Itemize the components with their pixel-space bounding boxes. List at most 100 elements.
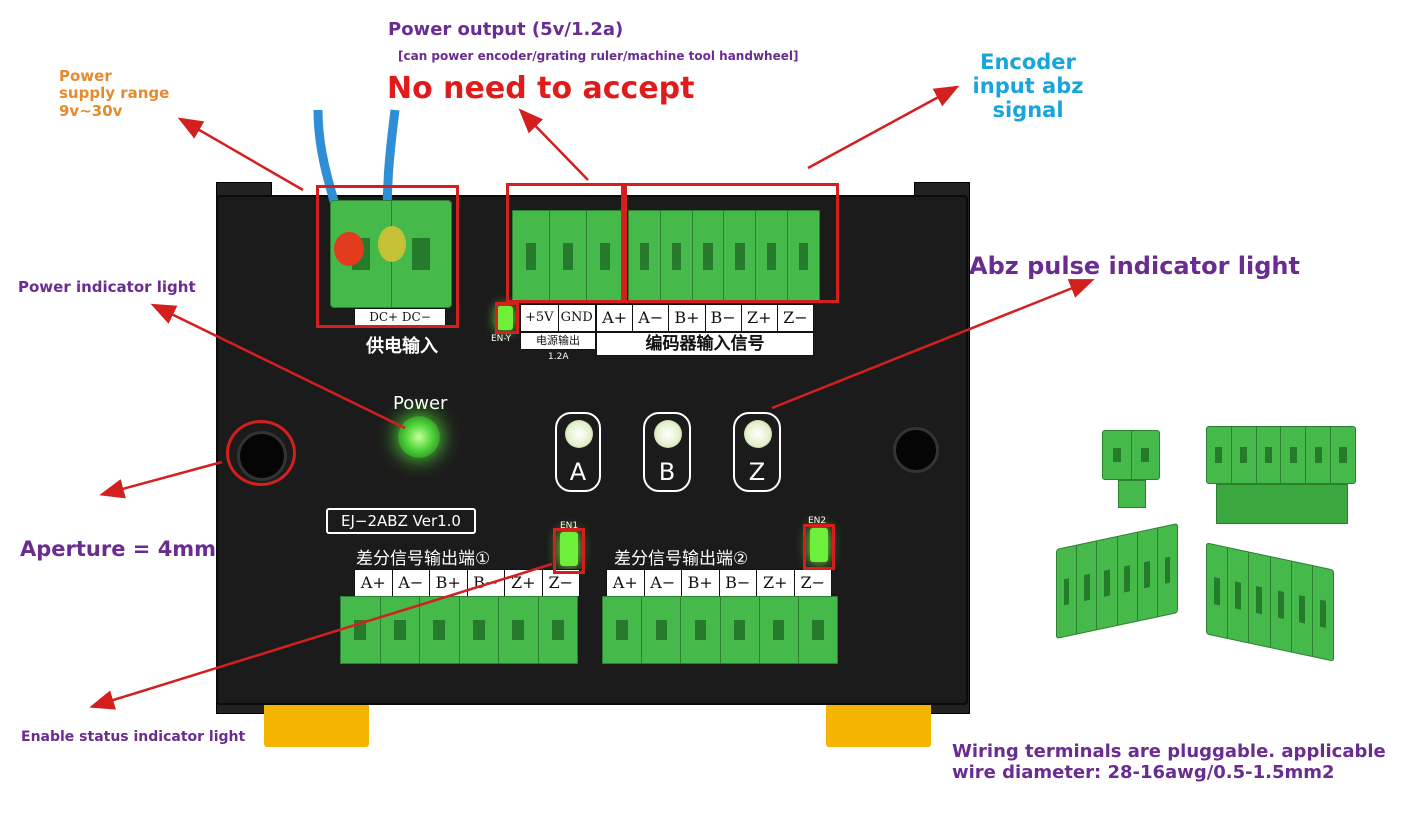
encoder-input-label: 编码器输入信号 [645, 334, 765, 354]
en1-label: EN1 [560, 521, 579, 531]
spare-connector-2pin [1102, 430, 1160, 480]
diff1-pin: B+ [430, 570, 468, 596]
mount-foot-left [264, 702, 369, 747]
diff2-pin: Z+ [757, 570, 795, 596]
power-led-icon [398, 416, 440, 458]
en2-highlight [803, 524, 835, 570]
encoder-pin: B+ [669, 305, 706, 331]
supply-input-label: 供电输入 [366, 336, 438, 357]
en-y-label: EN-Y [491, 334, 512, 344]
diff1-terminal-cell [341, 597, 381, 663]
encoder-input-callout: Encoder input abz signal [966, 50, 1090, 122]
spare-connector-6pin-a-body [1216, 484, 1348, 524]
power-output-note: [can power encoder/grating ruler/machine… [398, 49, 799, 63]
encoder-input-terminal[interactable] [628, 210, 820, 302]
diff2-terminal-cell [760, 597, 799, 663]
power-output-terminal[interactable] [512, 210, 624, 302]
abz-indicator-callout: Abz pulse indicator light [969, 252, 1300, 280]
diff2-pin: B− [720, 570, 757, 596]
power-supply-line-1: Power [59, 67, 112, 85]
aperture-callout: Aperture = 4mm [20, 537, 217, 561]
en2-label: EN2 [808, 516, 827, 526]
model-label: EJ−2ABZ Ver1.0 [326, 508, 476, 534]
diff1-terminal[interactable] [340, 596, 578, 664]
output-pin-labels: +5V GND [520, 304, 596, 332]
spare-cell [1257, 427, 1282, 483]
power-output-cell [587, 211, 623, 301]
output-label: 电源输出 [536, 334, 580, 347]
diff1-terminal-cell [460, 597, 499, 663]
diff1-pin: Z− [548, 573, 574, 592]
encoder-input-cell [693, 211, 725, 301]
diff2-pin: A− [645, 570, 682, 596]
wiring-line-1: Wiring terminals are pluggable. applicab… [952, 741, 1386, 762]
encoder-pin: A− [633, 305, 670, 331]
encoder-input-line-2: input abz [972, 74, 1084, 99]
diff2-terminal-cell [642, 597, 682, 663]
en1-highlight [553, 528, 585, 574]
output-current: 1.2A [548, 352, 569, 362]
diff1-terminal-cell [499, 597, 539, 663]
encoder-pin: Z− [783, 308, 808, 327]
led-z-frame: Z [733, 412, 781, 492]
arrow-abz-indicator [771, 279, 1095, 410]
encoder-pin: B− [706, 305, 742, 331]
wiring-callout: Wiring terminals are pluggable. applicab… [952, 741, 1386, 783]
diff1-pin: Z+ [505, 570, 543, 596]
output-highlight [506, 183, 624, 303]
power-output-cell [513, 211, 550, 301]
arrow-power-output [518, 108, 589, 181]
diff2-pin: Z− [800, 573, 826, 592]
diff1-pin: A+ [355, 570, 393, 596]
encoder-input-cell [661, 211, 693, 301]
supply-pins: DC+ DC− [369, 310, 431, 324]
led-z-icon [744, 420, 772, 448]
diff2-pin: A+ [607, 570, 645, 596]
mount-foot-right [826, 702, 931, 747]
spare-cell [1132, 431, 1160, 479]
led-a-icon [565, 420, 593, 448]
spare-cell [1232, 427, 1257, 483]
diff1-terminal-cell [539, 597, 578, 663]
en-y-highlight [495, 302, 519, 334]
spare-connector-6pin-a [1206, 426, 1356, 484]
encoder-pin: Z+ [742, 305, 778, 331]
arrow-power-supply [177, 117, 304, 192]
power-supply-callout: Power supply range 9v~30v [59, 67, 170, 120]
diff1-terminal-cell [420, 597, 460, 663]
encoder-input-cell [724, 211, 757, 301]
spare-cell [1281, 427, 1307, 483]
wiring-line-2: wire diameter: 28-16awg/0.5-1.5mm2 [952, 761, 1335, 783]
arrow-power-indicator [150, 303, 406, 430]
spare-cell [1207, 427, 1232, 483]
enable-status-callout: Enable status indicator light [21, 729, 246, 745]
arrow-aperture [99, 460, 223, 499]
encoder-highlight [624, 183, 839, 303]
diff2-terminal-cell [603, 597, 643, 663]
encoder-pin: A+ [597, 305, 634, 331]
encoder-label-box: 编码器输入信号 [596, 332, 814, 356]
led-a-label: A [569, 458, 587, 486]
supply-highlight [316, 185, 459, 328]
diff1-terminal-cell [381, 597, 420, 663]
supply-terminal-cell [392, 201, 452, 307]
en-y-led-icon [497, 306, 513, 330]
output-label-box: 电源输出 [520, 332, 596, 350]
arrow-enable-status [89, 562, 553, 710]
diff1-pin: A− [393, 570, 430, 596]
encoder-input-line-3: signal [992, 98, 1064, 123]
led-b-frame: B [643, 412, 691, 492]
power-supply-line-2: supply range [59, 84, 170, 103]
aperture-highlight [226, 420, 296, 486]
diff2-pin: B+ [682, 570, 720, 596]
no-need-to-accept: No need to accept [387, 71, 695, 106]
diff2-label: 差分信号输出端② [614, 549, 749, 569]
led-b-label: B [658, 458, 676, 486]
led-b-icon [654, 420, 682, 448]
encoder-input-cell [629, 211, 661, 301]
encoder-input-cell [788, 211, 819, 301]
output-pin-5v: +5V [521, 305, 559, 331]
encoder-input-cell [756, 211, 789, 301]
spare-cell [1103, 431, 1132, 479]
diff2-terminal[interactable] [602, 596, 838, 664]
